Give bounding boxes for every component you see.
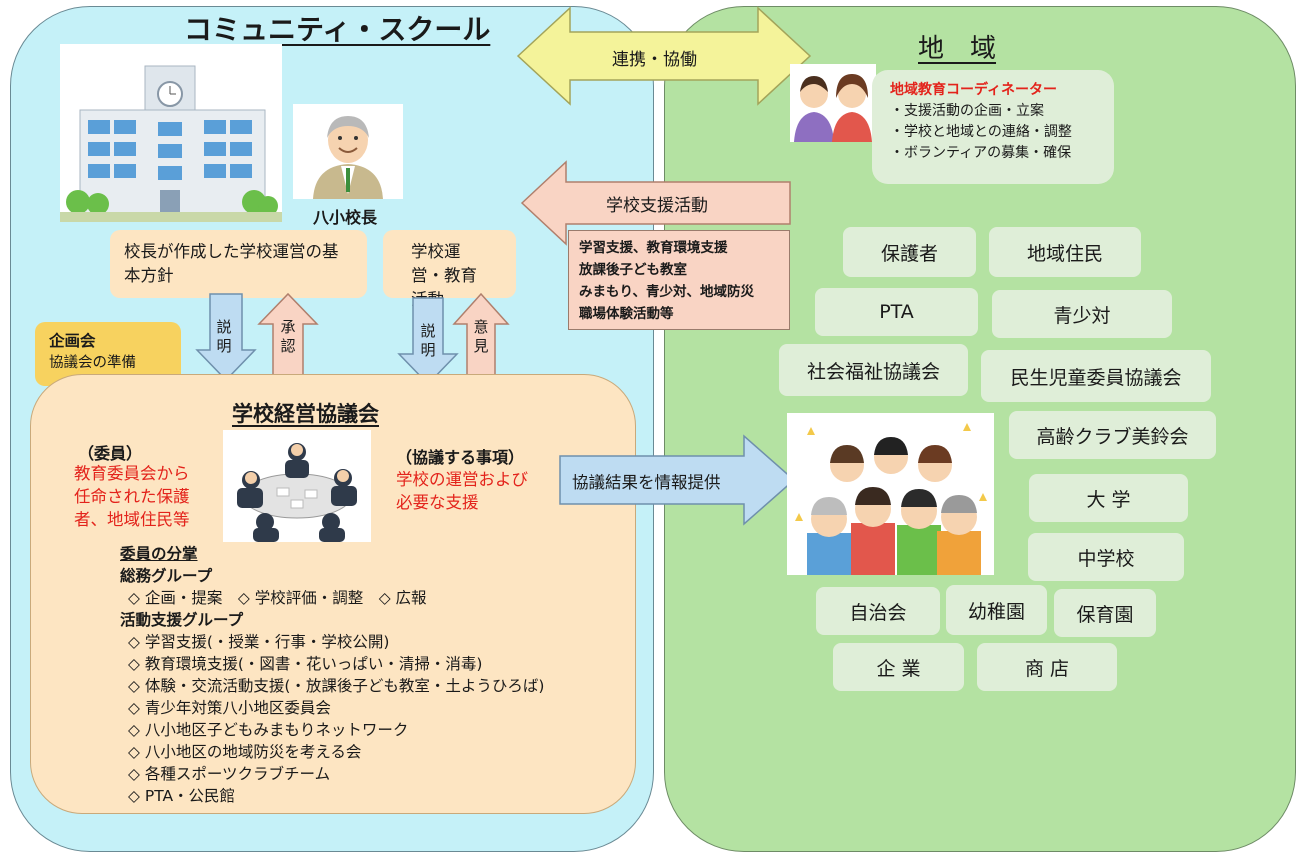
tag-junior-high: 中学校 [1028,533,1184,581]
general-items: ◇ 企画・提案 ◇ 学校評価・調整 ◇ 広報 [128,589,427,607]
tag-welfare: 社会福祉協議会 [779,344,968,396]
activity-item: ◇ 各種スポーツクラブチーム [128,765,331,783]
principal-image [293,104,403,199]
coordinator-title: 地域教育コーディネーター [890,82,1058,98]
planning-sub: 協議会の準備 [49,355,136,371]
coordinator-item: ・支援活動の企画・立案 [890,103,1044,119]
coordinator-image [790,64,876,142]
operation-box: 学校運営・教育活動 [383,230,516,309]
tag-youth: 青少対 [992,290,1172,338]
community-title: 地 域 [918,34,997,64]
approve-label: 承認 [280,318,296,355]
policy-box: 校長が作成した学校運営の基本方針 [110,230,367,298]
general-group: 総務グループ [120,567,213,585]
activity-item: ◇ 八小地区子どもみまもりネットワーク [128,721,409,739]
info-label: 協議結果を情報提供 [572,473,721,492]
tag-pta: PTA [815,288,978,336]
members-line-1: 教育委員会から [74,464,190,483]
tag-shops: 商 店 [977,643,1117,691]
members-line-2: 任命された保護 [74,487,190,506]
community-school-title: コミュニティ・スクール [184,13,491,46]
opinion-label: 意見 [473,318,489,355]
members-line-3: 者、地域住民等 [74,510,190,529]
tag-university: 大 学 [1029,474,1188,522]
tag-kindergarten: 幼稚園 [946,585,1047,635]
coordinator-item: ・学校と地域との連絡・調整 [890,124,1072,140]
tag-neighborhood: 自治会 [816,587,940,635]
school-building-image [60,44,282,222]
support-arrow [520,160,791,246]
support-item: みまもり、青少対、地域防災 [579,284,754,300]
principal-label: 八小校長 [313,208,378,227]
tag-parents: 保護者 [843,227,976,277]
explain-arrow-2 [397,297,459,386]
tag-companies: 企 業 [833,643,964,691]
topics-line-2: 必要な支援 [396,493,479,512]
explain-label-1: 説明 [216,318,232,355]
tag-seniors: 高齢クラブ美鈴会 [1009,411,1216,459]
tag-commissioners: 民生児童委員協議会 [981,350,1211,402]
activity-group: 活動支援グループ [120,611,244,629]
cooperation-label: 連携・協働 [612,50,697,70]
topics-heading: （協議する事項） [396,448,525,467]
tag-nursery: 保育園 [1054,589,1156,637]
activity-item: ◇ 学習支援(・授業・行事・学校公開) [128,633,390,651]
support-items-box: 学習支援、教育環境支援 放課後子ども教室 みまもり、青少対、地域防災 職場体験活… [568,230,790,330]
tag-residents: 地域住民 [989,227,1141,277]
duties-heading: 委員の分掌 [120,545,198,563]
support-item: 放課後子ども教室 [579,262,687,278]
planning-title: 企画会 [49,332,96,350]
explain-arrow-1 [195,293,257,382]
coordinator-box: 地域教育コーディネーター ・支援活動の企画・立案 ・学校と地域との連絡・調整 ・… [872,70,1114,184]
community-crowd-image [787,413,994,575]
support-item: 職場体験活動等 [579,306,674,322]
opinion-arrow [452,292,510,381]
activity-item: ◇ 青少年対策八小地区委員会 [128,699,331,717]
activity-item: ◇ 教育環境支援(・図書・花いっぱい・清掃・消毒) [128,655,483,673]
council-title: 学校経営協議会 [232,402,379,426]
support-item: 学習支援、教育環境支援 [579,240,728,256]
topics-line-1: 学校の運営および [396,470,528,489]
activity-item: ◇ PTA・公民館 [128,787,236,805]
explain-label-2: 説明 [420,322,436,359]
activity-item: ◇ 体験・交流活動支援(・放課後子ども教室・土ようひろば) [128,677,545,695]
meeting-image [223,430,371,542]
support-label: 学校支援活動 [606,196,708,216]
approve-arrow [257,292,319,381]
activity-item: ◇ 八小地区の地域防災を考える会 [128,743,362,761]
coordinator-item: ・ボランティアの募集・確保 [890,145,1072,161]
info-arrow [559,434,796,526]
members-heading: （委員） [78,444,143,463]
cooperation-arrow [516,6,812,106]
